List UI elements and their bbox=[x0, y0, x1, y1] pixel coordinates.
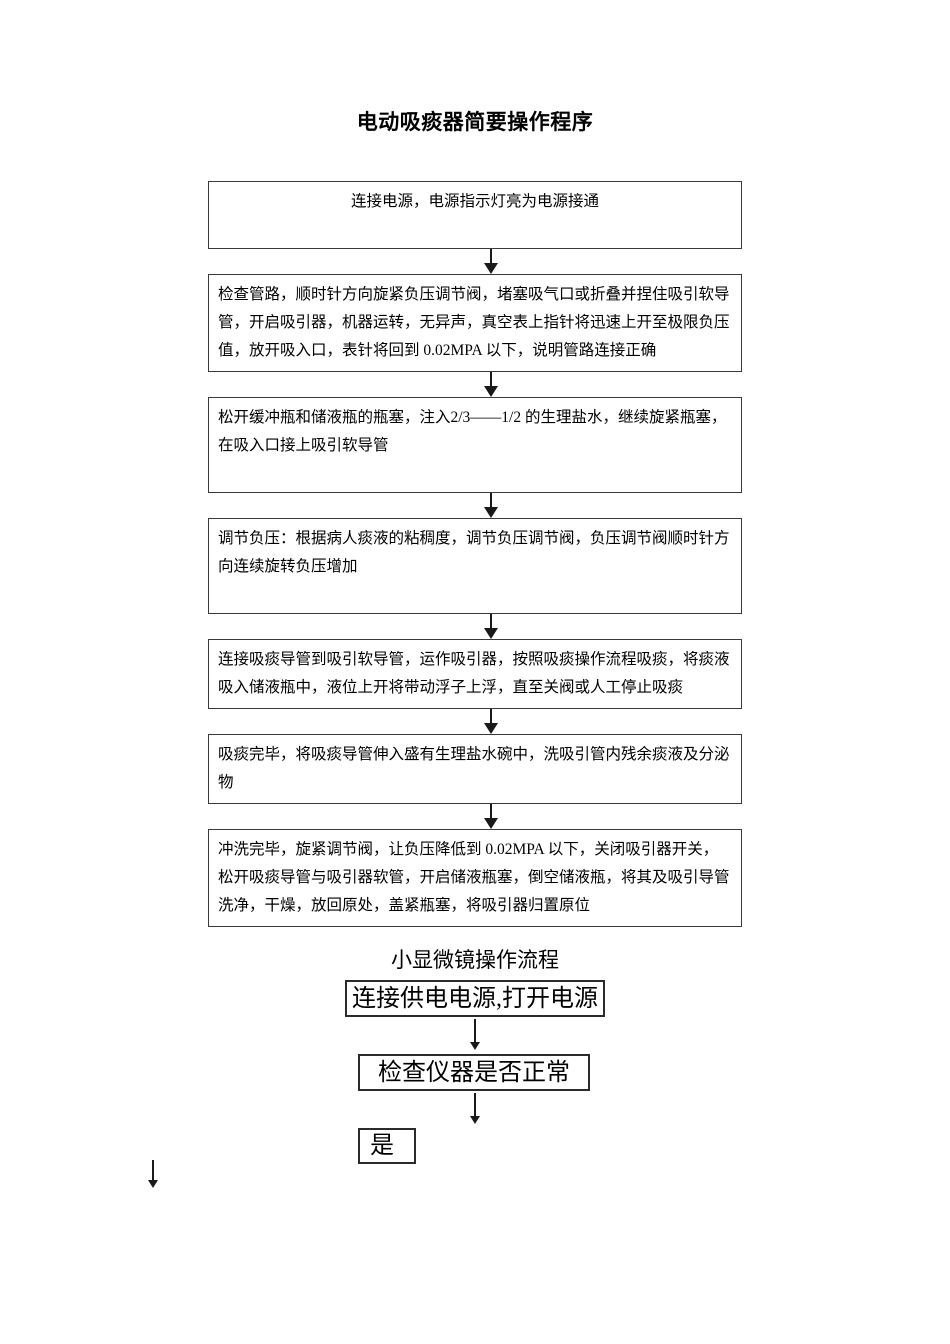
arrow-head-icon bbox=[484, 723, 498, 734]
flow1-step-5-text: 连接吸痰导管到吸引软导管，运作吸引器，按照吸痰操作流程吸痰，将痰液吸入储液瓶中，… bbox=[218, 651, 730, 696]
arrow-head-icon bbox=[470, 1042, 480, 1050]
flow1-step-6-text: 吸痰完毕，将吸痰导管伸入盛有生理盐水碗中，洗吸引管内残余痰液及分泌物 bbox=[218, 746, 730, 791]
arrow-head-icon bbox=[148, 1180, 158, 1188]
flow2-step-yes-text: 是 bbox=[370, 1133, 394, 1159]
flow1-step-6: 吸痰完毕，将吸痰导管伸入盛有生理盐水碗中，洗吸引管内残余痰液及分泌物 bbox=[208, 734, 742, 804]
flow1-step-1-text: 连接电源，电源指示灯亮为电源接通 bbox=[350, 193, 599, 210]
connector-stem bbox=[490, 709, 492, 726]
connector-arrow-4-5 bbox=[208, 614, 742, 639]
arrow-head-icon bbox=[484, 818, 498, 829]
arrow-head-icon bbox=[484, 628, 498, 639]
connector-stem bbox=[490, 249, 492, 266]
flow1-step-3: 松开缓冲瓶和储液瓶的瓶塞，注入2/3——1/2 的生理盐水，继续旋紧瓶塞，在吸入… bbox=[208, 397, 742, 493]
flow1-step-3-text: 松开缓冲瓶和储液瓶的瓶塞，注入2/3——1/2 的生理盐水，继续旋紧瓶塞，在吸入… bbox=[218, 409, 727, 454]
arrow-head-icon bbox=[470, 1116, 480, 1124]
flow1-step-4-spacer bbox=[218, 581, 732, 607]
connector-arrow-3-4 bbox=[208, 493, 742, 518]
flow2-step-power-text: 连接供电电源,打开电源 bbox=[352, 985, 598, 1012]
flow1-step-7-text: 冲洗完毕，旋紧调节阀，让负压降低到 0.02MPA 以下，关闭吸引器开关，松开吸… bbox=[218, 841, 730, 914]
flow1-step-5: 连接吸痰导管到吸引软导管，运作吸引器，按照吸痰操作流程吸痰，将痰液吸入储液瓶中，… bbox=[208, 639, 742, 709]
connector-stem bbox=[474, 1093, 476, 1118]
flow1-step-1-spacer bbox=[218, 216, 732, 242]
flow2-step-check: 检查仪器是否正常 bbox=[358, 1054, 590, 1091]
flow1-step-4-text: 调节负压：根据病人痰液的粘稠度，调节负压调节阀，负压调节阀顺时针方向连续旋转负压… bbox=[218, 530, 730, 575]
flow1-step-7: 冲洗完毕，旋紧调节阀，让负压降低到 0.02MPA 以下，关闭吸引器开关，松开吸… bbox=[208, 829, 742, 927]
arrow-head-icon bbox=[484, 507, 498, 518]
connector-arrow-power-check bbox=[468, 1019, 482, 1052]
connector-arrow-6-7 bbox=[208, 804, 742, 829]
flow1-step-1: 连接电源，电源指示灯亮为电源接通 bbox=[208, 181, 742, 249]
connector-stem bbox=[152, 1160, 154, 1182]
connector-stem bbox=[490, 614, 492, 631]
page-title: 电动吸痰器简要操作程序 bbox=[356, 111, 594, 134]
flow2-step-power: 连接供电电源,打开电源 bbox=[345, 980, 605, 1017]
arrow-head-icon bbox=[484, 263, 498, 274]
connector-arrow-2-3 bbox=[208, 372, 742, 397]
connector-stem bbox=[490, 372, 492, 389]
flow2-heading: 小显微镜操作流程 bbox=[391, 948, 559, 972]
flow1-step-2: 检查管路，顺时针方向旋紧负压调节阀，堵塞吸气口或折叠并捏住吸引软导管，开启吸引器… bbox=[208, 274, 742, 372]
stray-arrow-bottom-left bbox=[146, 1160, 160, 1190]
connector-stem bbox=[474, 1019, 476, 1044]
flowchart-suction-device: 连接电源，电源指示灯亮为电源接通 检查管路，顺时针方向旋紧负压调节阀，堵塞吸气口… bbox=[208, 181, 742, 927]
flow1-step-2-text: 检查管路，顺时针方向旋紧负压调节阀，堵塞吸气口或折叠并捏住吸引软导管，开启吸引器… bbox=[218, 286, 730, 359]
arrow-head-icon bbox=[484, 386, 498, 397]
connector-stem bbox=[490, 804, 492, 821]
flow1-step-4: 调节负压：根据病人痰液的粘稠度，调节负压调节阀，负压调节阀顺时针方向连续旋转负压… bbox=[208, 518, 742, 614]
flow1-step-3-spacer bbox=[218, 460, 732, 486]
flow2-step-yes: 是 bbox=[358, 1128, 416, 1164]
flow2-step-check-text: 检查仪器是否正常 bbox=[378, 1059, 570, 1086]
connector-arrow-check-yes bbox=[468, 1093, 482, 1126]
connector-arrow-1-2 bbox=[208, 249, 742, 274]
connector-stem bbox=[490, 493, 492, 510]
connector-arrow-5-6 bbox=[208, 709, 742, 734]
